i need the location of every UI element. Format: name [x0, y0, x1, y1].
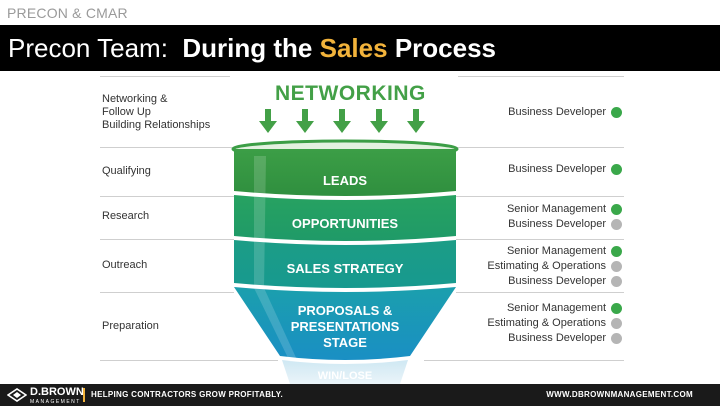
top-bar: PRECON & CMAR: [0, 0, 720, 25]
rule-top-right: [458, 76, 624, 77]
slide-title: Precon Team: During the Sales Process: [8, 33, 496, 64]
stage-label-outreach: Outreach: [102, 259, 148, 271]
rule-4-left: [100, 292, 234, 293]
role-row: Business Developer: [508, 162, 622, 177]
funnel-segment-leads: [234, 149, 456, 196]
networking-heading: NETWORKING: [275, 82, 426, 105]
rule-2-right: [456, 196, 624, 197]
rule-1-right: [456, 147, 624, 148]
active-status-dot-icon: [611, 246, 622, 257]
footer-separator: [83, 388, 85, 402]
role-row: Senior Management: [507, 202, 622, 217]
stage-label-networking: Networking & Follow Up Building Relation…: [102, 93, 211, 131]
role-row: Senior Management: [487, 301, 622, 316]
down-arrows-icon: [259, 109, 425, 133]
role-row: Senior Management: [487, 244, 622, 259]
funnel-segment-proposals: [234, 287, 456, 360]
funnel-label-leads: LEADS: [322, 173, 368, 188]
footer-bar: D.BROWN MANAGEMENT HELPING CONTRACTORS G…: [0, 384, 720, 406]
rule-top-left: [100, 76, 230, 77]
funnel-segment-win-lose: [282, 360, 408, 384]
brand-subtitle: MANAGEMENT: [30, 399, 81, 405]
title-bold-1: During the: [182, 33, 313, 63]
rule-1-left: [100, 147, 234, 148]
role-name: Business Developer: [508, 275, 606, 287]
brand-name: D.BROWN: [30, 386, 84, 398]
role-name: Senior Management: [506, 203, 606, 215]
title-bar: Precon Team: During the Sales Process: [0, 25, 720, 71]
funnel-label-opportunities: OPPORTUNITIES: [291, 216, 399, 231]
role-name: Business Developer: [508, 163, 606, 175]
stage-label-research: Research: [102, 210, 150, 222]
roles-research: Senior Management Business Developer: [507, 202, 622, 232]
funnel-highlight: [254, 156, 298, 362]
active-status-dot-icon: [611, 204, 622, 215]
active-status-dot-icon: [611, 303, 622, 314]
footer-url-link[interactable]: WWW.DBROWNMANAGEMENT.COM: [546, 390, 693, 399]
funnel-label-sales-strategy: SALES STRATEGY: [286, 261, 404, 276]
inactive-status-dot-icon: [611, 333, 622, 344]
rule-5-right: [424, 360, 624, 361]
role-row: Business Developer: [508, 105, 622, 120]
role-name: Business Developer: [508, 218, 606, 230]
rule-3-left: [100, 239, 234, 240]
roles-networking: Business Developer: [508, 105, 622, 120]
roles-preparation: Senior Management Estimating & Operation…: [487, 301, 622, 346]
role-row: Business Developer: [487, 331, 622, 346]
roles-outreach: Senior Management Estimating & Operation…: [487, 244, 622, 289]
title-bold-2: Process: [394, 33, 496, 63]
section-kicker: PRECON & CMAR: [7, 5, 128, 21]
brand-wordmark: D.BROWN MANAGEMENT: [30, 387, 84, 407]
rule-4-right: [456, 292, 624, 293]
roles-qualifying: Business Developer: [508, 162, 622, 177]
rule-5-left: [100, 360, 278, 361]
role-row: Estimating & Operations: [487, 316, 622, 331]
inactive-status-dot-icon: [611, 276, 622, 287]
sales-funnel-graphic: [231, 139, 459, 384]
role-name: Business Developer: [508, 332, 606, 344]
role-name: Estimating & Operations: [487, 317, 606, 329]
stage-label-preparation: Preparation: [102, 320, 159, 332]
role-name: Business Developer: [508, 106, 606, 118]
footer-tagline: HELPING CONTRACTORS GROW PROFITABLY.: [91, 390, 283, 399]
rule-2-left: [100, 196, 234, 197]
role-name: Senior Management: [506, 245, 606, 257]
inactive-status-dot-icon: [611, 219, 622, 230]
stage-label-qualifying: Qualifying: [102, 165, 151, 177]
role-row: Estimating & Operations: [487, 259, 622, 274]
funnel-segment-opportunities: [234, 195, 456, 241]
title-highlight: Sales: [319, 33, 388, 63]
funnel-label-proposals: PROPOSALS & PRESENTATIONS STAGE: [290, 303, 400, 350]
active-status-dot-icon: [611, 107, 622, 118]
role-row: Business Developer: [487, 274, 622, 289]
role-row: Business Developer: [507, 217, 622, 232]
active-status-dot-icon: [611, 164, 622, 175]
funnel-label-win-lose: WIN/LOSE: [317, 370, 373, 382]
title-prefix: Precon Team:: [8, 33, 168, 63]
inactive-status-dot-icon: [611, 318, 622, 329]
funnel-segment-sales-strategy: [234, 240, 456, 288]
inactive-status-dot-icon: [611, 261, 622, 272]
rule-3-right: [456, 239, 624, 240]
role-name: Estimating & Operations: [487, 260, 606, 272]
role-name: Senior Management: [506, 302, 606, 314]
brand-logo-icon: [7, 388, 27, 402]
